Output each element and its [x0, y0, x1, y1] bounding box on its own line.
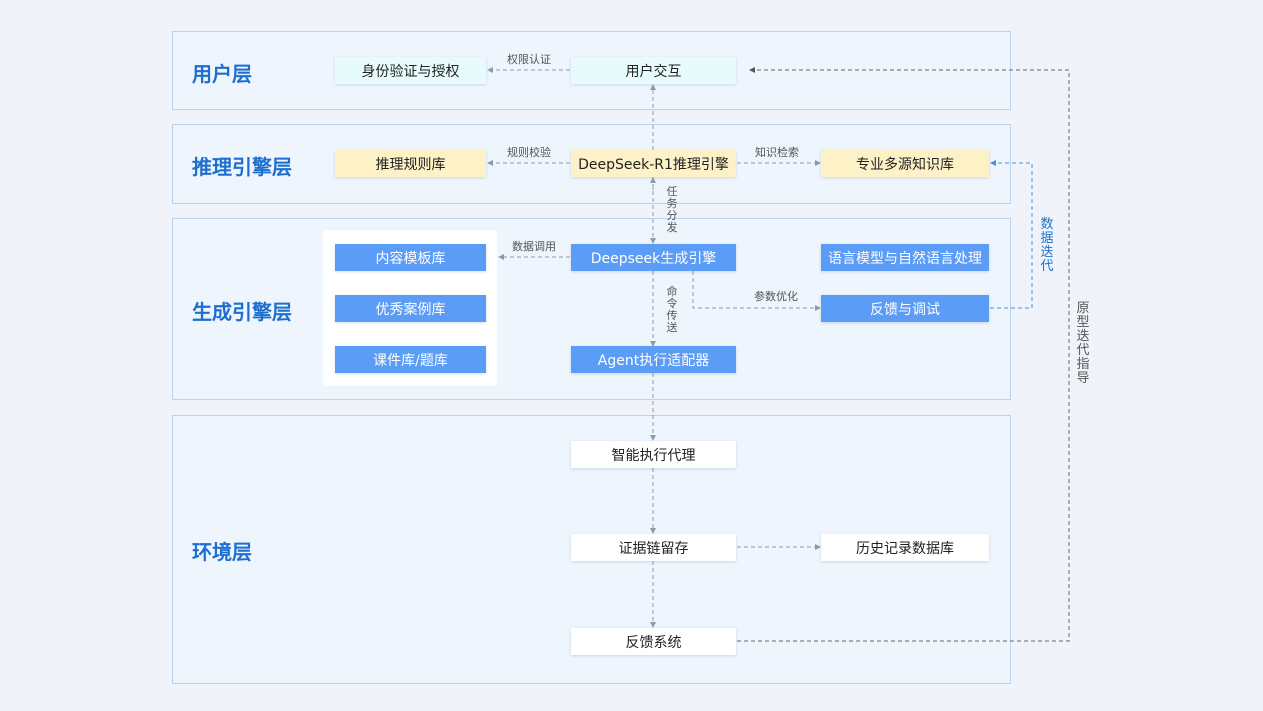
reasoning-engine-node: DeepSeek-R1推理引擎 — [571, 150, 736, 177]
rule-base-node: 推理规则库 — [335, 150, 486, 177]
edge-data-iteration — [990, 160, 1033, 309]
edge-label-rule-check: 规则校验 — [507, 146, 551, 159]
knowledge-base-node: 专业多源知识库 — [821, 150, 989, 177]
case-library-node: 优秀案例库 — [335, 295, 486, 322]
history-db-node: 历史记录数据库 — [821, 534, 989, 561]
user-layer-title: 用户层 — [192, 62, 252, 86]
edge-label-data-call: 数据调用 — [512, 240, 556, 253]
user-interaction-node: 用户交互 — [571, 57, 736, 84]
environment-layer-title: 环境层 — [192, 540, 252, 564]
courseware-node: 课件库/题库 — [335, 346, 486, 373]
feedback-system-node: 反馈系统 — [571, 628, 736, 655]
edge-label-task-dispatch: 任务分发 — [666, 185, 678, 234]
lang-model-node: 语言模型与自然语言处理 — [821, 244, 989, 271]
edge-label-prototype-guidance: 原型迭代指导 — [1076, 301, 1090, 386]
gen-engine-node: Deepseek生成引擎 — [571, 244, 736, 271]
edge-label-param-opt: 参数优化 — [754, 290, 798, 303]
edge-label-data-iteration: 数据迭代 — [1040, 217, 1054, 274]
edge-label-command-transfer: 命令传送 — [666, 285, 678, 334]
feedback-debug-node: 反馈与调试 — [821, 295, 989, 322]
smart-agent-node: 智能执行代理 — [571, 441, 736, 468]
auth-node: 身份验证与授权 — [335, 57, 486, 84]
agent-adapter-node: Agent执行适配器 — [571, 346, 736, 373]
edge-prototype-guidance — [737, 67, 1070, 642]
edge-label-knowledge-search: 知识检索 — [755, 146, 799, 159]
generation-layer-title: 生成引擎层 — [192, 300, 292, 324]
edge-param-opt — [692, 271, 821, 311]
content-template-node: 内容模板库 — [335, 244, 486, 271]
edge-label-permission: 权限认证 — [507, 53, 551, 66]
reasoning-layer-title: 推理引擎层 — [192, 155, 292, 179]
evidence-chain-node: 证据链留存 — [571, 534, 736, 561]
